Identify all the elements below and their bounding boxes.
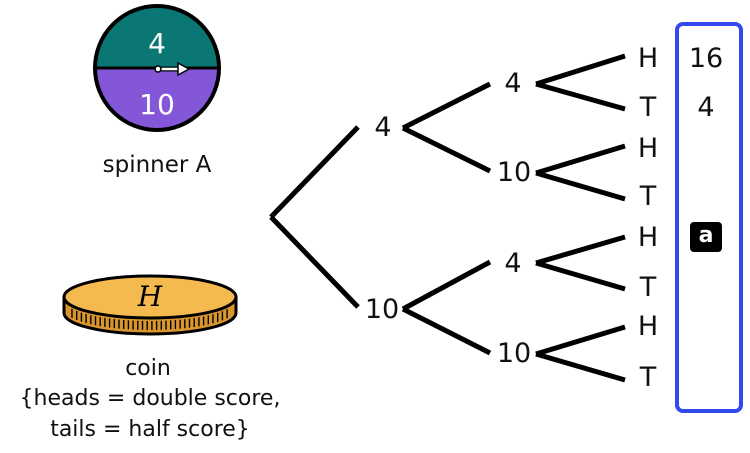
leaf-heads: H bbox=[637, 222, 659, 253]
node-level2-4-b: 4 bbox=[504, 248, 522, 279]
leaf-tails: T bbox=[639, 181, 657, 212]
leaf-tails: T bbox=[639, 272, 657, 303]
answer-label-a: a bbox=[690, 222, 722, 252]
branch-root-to-10 bbox=[269, 215, 360, 309]
leaf-heads: H bbox=[637, 311, 659, 342]
branch-4-4-to-T bbox=[535, 81, 626, 112]
spinner-caption: spinner A bbox=[102, 152, 212, 178]
spinner-bottom-value: 10 bbox=[139, 88, 175, 121]
node-level2-10-b: 10 bbox=[496, 338, 532, 369]
node-level1-10: 10 bbox=[364, 294, 400, 325]
node-level2-10-a: 10 bbox=[496, 157, 532, 188]
branch-4-10-to-T bbox=[535, 170, 626, 202]
spinner-arrow-icon bbox=[154, 61, 191, 77]
branch-10-10-to-T bbox=[535, 351, 626, 383]
leaf-heads: H bbox=[637, 133, 659, 164]
coin-ridges bbox=[71, 308, 228, 330]
branch-10-to-4 bbox=[401, 259, 492, 312]
branch-10-4-to-H bbox=[535, 234, 626, 266]
node-level2-4-a: 4 bbox=[504, 68, 522, 99]
leaf-tails: T bbox=[639, 362, 657, 393]
coin-face-letter: H bbox=[137, 280, 163, 313]
spinner-top-value: 4 bbox=[148, 27, 166, 60]
branch-4-10-to-H bbox=[535, 143, 626, 176]
leaf-tails: T bbox=[639, 92, 657, 123]
coin-face bbox=[62, 274, 238, 320]
branch-10-10-to-H bbox=[535, 324, 626, 357]
coin-caption-tails-rule: tails = half score} bbox=[50, 417, 250, 442]
result-value-4-H: 16 bbox=[688, 43, 724, 74]
coin-caption-title: coin bbox=[125, 356, 171, 381]
branch-4-to-10 bbox=[401, 125, 492, 174]
branch-10-4-to-T bbox=[535, 260, 626, 292]
leaf-heads: H bbox=[637, 43, 659, 74]
branch-4-4-to-H bbox=[535, 53, 626, 87]
branch-10-to-10 bbox=[401, 306, 492, 356]
result-value-4-T: 4 bbox=[697, 92, 715, 123]
node-level1-4: 4 bbox=[374, 112, 392, 143]
result-box bbox=[675, 22, 743, 413]
branch-4-to-4 bbox=[401, 81, 492, 131]
branch-root-to-4 bbox=[269, 125, 360, 219]
coin-caption-heads-rule: {heads = double score, bbox=[19, 386, 281, 411]
